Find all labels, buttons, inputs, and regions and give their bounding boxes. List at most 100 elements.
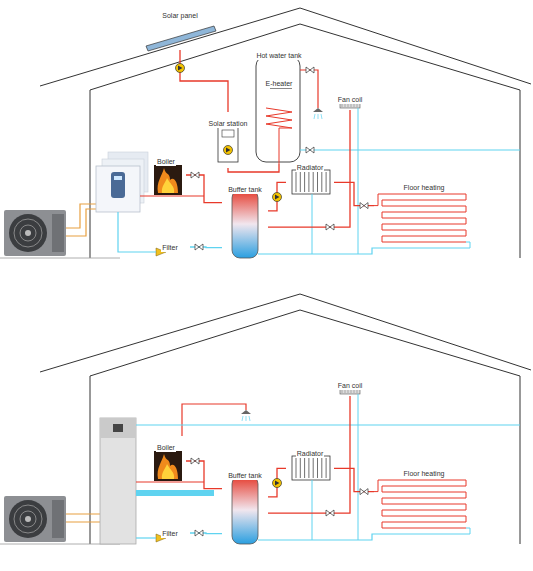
component-label: Filter xyxy=(161,243,179,252)
pump-arrow xyxy=(275,481,280,486)
component-label: Solar panel xyxy=(161,11,198,20)
component: Boiler xyxy=(146,150,186,200)
shower-spray xyxy=(318,114,319,119)
outdoor-side-panel xyxy=(52,500,64,538)
circuit-pictures xyxy=(154,385,470,544)
house-outline xyxy=(0,294,531,544)
pipe xyxy=(334,468,374,491)
component: Floor heating xyxy=(374,176,474,250)
return-line xyxy=(312,194,313,254)
floor-coil xyxy=(382,480,466,528)
pipe xyxy=(228,164,279,172)
valve-symbol xyxy=(360,203,368,209)
buffer-tank-body xyxy=(232,190,258,258)
pipe xyxy=(268,468,286,496)
radiator-body xyxy=(292,170,330,194)
refrigerant-line xyxy=(66,521,100,522)
cold-water-line xyxy=(300,149,520,150)
radiator-fin xyxy=(326,458,327,478)
shower-head xyxy=(313,108,323,119)
radiator-fin xyxy=(304,458,305,478)
solar-station-gauge xyxy=(222,130,234,137)
component: Radiator xyxy=(286,442,334,486)
floor-feed xyxy=(374,194,382,206)
house-outline xyxy=(0,8,531,258)
outdoor-fan xyxy=(9,500,47,538)
pipe xyxy=(268,110,350,227)
indoor-casing xyxy=(100,418,136,544)
indoor-unit xyxy=(96,152,148,212)
fan-grille xyxy=(14,219,42,247)
return-line xyxy=(258,534,382,540)
indoor-top xyxy=(100,418,136,438)
circuit-pictures xyxy=(154,99,470,258)
cold-water-line xyxy=(136,424,520,425)
pipe xyxy=(268,396,350,513)
solar-station-box xyxy=(218,126,238,162)
radiator-fin xyxy=(304,172,305,192)
component-label: Floor heating xyxy=(403,183,446,192)
component-label: Buffer tank xyxy=(227,471,263,480)
pipe xyxy=(268,182,286,210)
shower-head xyxy=(241,410,251,421)
roof-line xyxy=(90,310,520,376)
outdoor-casing xyxy=(4,496,66,542)
refrigerant-line xyxy=(66,513,100,514)
fan-hub xyxy=(25,516,31,522)
floor-return xyxy=(382,528,470,534)
outdoor-fan xyxy=(9,214,47,252)
return-line xyxy=(118,212,156,252)
component: Hot water tankE-heater xyxy=(252,44,306,164)
tank-coil xyxy=(266,108,292,164)
boiler-flame-core xyxy=(162,464,174,479)
solar-panel-plate xyxy=(146,26,216,51)
component-label: Filter xyxy=(161,529,179,538)
pump-symbol xyxy=(273,479,282,488)
hot-water-line xyxy=(182,404,246,436)
radiator-fin xyxy=(296,172,297,192)
valve-symbol xyxy=(306,147,314,153)
boiler-flame xyxy=(158,168,178,193)
indoor-display xyxy=(113,424,123,432)
boiler-box xyxy=(154,165,182,195)
shower-rose xyxy=(313,108,323,112)
return-line xyxy=(358,394,359,540)
component-label: Radiator xyxy=(296,449,324,458)
floor-coil xyxy=(382,194,466,242)
wall-line xyxy=(90,376,91,544)
radiator-fin xyxy=(300,458,301,478)
return-line xyxy=(312,480,313,540)
valve-symbol xyxy=(360,489,368,495)
component-label: E-heater xyxy=(265,79,294,88)
shower-spray xyxy=(314,114,315,119)
hot-water-line xyxy=(300,70,318,108)
radiator-body xyxy=(292,456,330,480)
valve-symbol xyxy=(195,530,203,536)
pipe xyxy=(334,182,374,205)
shower-spray xyxy=(242,416,243,421)
outdoor-unit xyxy=(4,496,66,542)
buffer-bar xyxy=(136,490,214,496)
pipe xyxy=(180,50,228,112)
pump-arrow xyxy=(178,66,183,71)
return-line xyxy=(258,248,382,254)
outdoor-casing xyxy=(4,210,66,256)
pump-body xyxy=(273,193,282,202)
pipe xyxy=(186,461,222,489)
indoor-front xyxy=(111,172,125,198)
valve-symbol xyxy=(326,224,334,230)
refrigerant-line xyxy=(66,204,96,228)
shower-spray xyxy=(246,416,247,421)
component-label: Boiler xyxy=(156,443,176,452)
roof-line xyxy=(90,24,520,90)
component: E-heater xyxy=(258,72,300,83)
fan-grille xyxy=(14,505,42,533)
indoor-unit-tall xyxy=(100,418,136,544)
boiler-flame-core xyxy=(162,178,174,193)
component-label: Fan coil xyxy=(337,95,364,104)
pump-body xyxy=(273,479,282,488)
component-label: Radiator xyxy=(296,163,324,172)
fan-grille xyxy=(20,511,36,527)
supply-line xyxy=(140,195,204,196)
